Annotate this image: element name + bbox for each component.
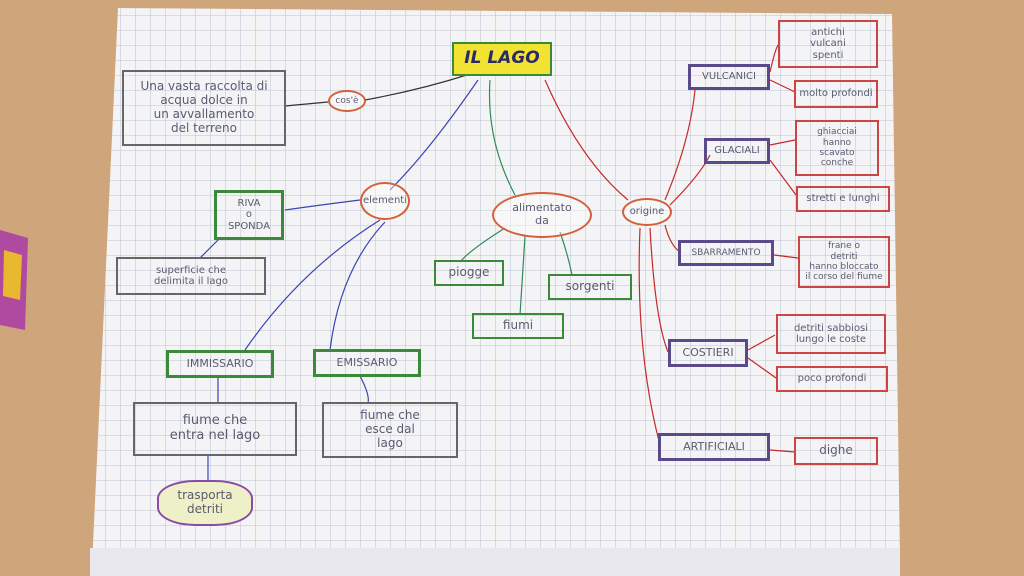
alimentato-link: alimentato da [492,192,592,238]
emissario-desc-box: fiume che esce dal lago [322,402,458,458]
sbarramento-label: SBARRAMENTO [691,247,761,258]
immissario-box: IMMISSARIO [166,350,274,378]
line-cose-def [284,101,329,107]
glaciali-detail-1: ghiacciai hanno scavato conche [795,120,879,176]
sbarramento-box: SBARRAMENTO [678,240,774,266]
costieri-label: COSTIERI [682,345,734,359]
riva-label: RIVA o SPONDA [227,197,271,232]
vulcanici-detail-2: molto profondi [794,80,878,108]
immissario-label: IMMISSARIO [186,356,254,370]
line-elementi-emissario [329,221,386,351]
notebook-edge [90,548,900,576]
immissario-desc-box: fiume che entra nel lago [133,402,297,456]
emissario-label: EMISSARIO [336,355,398,369]
line-glac-d1 [769,139,796,146]
definition-text: Una vasta raccolta di acqua dolce in un … [140,79,268,135]
costieri-box: COSTIERI [668,339,748,367]
grid-lines [92,8,900,566]
feed-sorgenti-text: sorgenti [565,279,615,294]
immissario-note-text: trasporta detriti [177,488,233,516]
line-riva-desc [199,237,221,259]
feed-sorgenti-box: sorgenti [548,274,632,300]
emissario-box: EMISSARIO [313,349,421,377]
cose-link: cos'è [328,90,366,112]
definition-box: Una vasta raccolta di acqua dolce in un … [122,70,286,146]
line-elementi-immissario [244,219,381,351]
vulcanici-detail-2-text: molto profondi [799,88,873,100]
feed-fiumi-text: fiumi [502,318,534,333]
feed-piogge-text: piogge [448,265,490,280]
artificiali-detail-1: dighe [794,437,878,465]
line-title-alimentato [488,79,516,196]
colorful-object-detail [3,250,22,300]
elementi-link: elementi [360,182,410,220]
line-vulc-d1 [769,44,779,73]
glaciali-box: GLACIALI [704,138,770,164]
vulcanici-detail-1: antichi vulcani spenti [778,20,878,68]
glaciali-detail-2: stretti e lunghi [796,186,890,212]
feed-piogge-box: piogge [434,260,504,286]
feed-fiumi-box: fiumi [472,313,564,339]
artificiali-box: ARTIFICIALI [658,433,770,461]
artificiali-label: ARTIFICIALI [683,439,745,453]
riva-box: RIVA o SPONDA [214,190,284,240]
costieri-detail-1-text: detriti sabbiosi lungo le coste [793,322,869,346]
origine-link: origine [622,198,672,226]
line-title-cose [364,73,471,101]
riva-desc-box: superficie che delimita il lago [116,257,266,295]
title-text: IL LAGO [464,48,540,69]
line-cost-d1 [747,334,776,351]
riva-desc-text: superficie che delimita il lago [154,264,228,288]
line-title-origine [544,79,629,201]
costieri-detail-2: poco profondi [776,366,888,392]
immissario-desc-text: fiume che entra nel lago [169,413,261,443]
cose-label: cos'è [335,95,359,106]
vulcanici-detail-1-text: antichi vulcani spenti [810,26,846,61]
line-title-elementi [389,79,479,191]
origine-label: origine [629,206,665,218]
glaciali-detail-1-text: ghiacciai hanno scavato conche [817,127,857,169]
line-emissario-desc [359,375,369,404]
alimentato-label: alimentato da [512,201,572,227]
line-elementi-riva [284,199,361,211]
line-glac-d2 [769,159,797,196]
line-alim-piogge [459,227,506,263]
line-cost-d2 [747,357,777,379]
costieri-detail-1: detriti sabbiosi lungo le coste [776,314,886,354]
emissario-desc-text: fiume che esce dal lago [360,408,420,450]
elementi-label: elementi [362,195,407,207]
line-origine-costieri [649,227,669,353]
vulcanici-label: VULCANICI [702,71,756,83]
vulcanici-box: VULCANICI [688,64,770,90]
artificiali-detail-1-text: dighe [819,443,853,458]
title-box: IL LAGO [452,42,552,76]
sbarramento-detail-1-text: frane o detriti hanno bloccato il corso … [805,241,883,283]
glaciali-detail-2-text: stretti e lunghi [806,193,880,205]
immissario-note-cloud: trasporta detriti [157,480,253,526]
sbarramento-detail-1: frane o detriti hanno bloccato il corso … [798,236,890,288]
line-origine-vulcanici [664,89,696,201]
line-sbarr-d1 [773,254,799,259]
line-alim-fiumi [519,235,526,316]
glaciali-label: GLACIALI [714,145,760,157]
line-art-d1 [769,449,796,453]
costieri-detail-2-text: poco profondi [797,373,867,385]
line-origine-artificiali [638,227,661,446]
line-origine-glaciali [669,154,711,206]
line-vulc-d2 [769,79,796,93]
